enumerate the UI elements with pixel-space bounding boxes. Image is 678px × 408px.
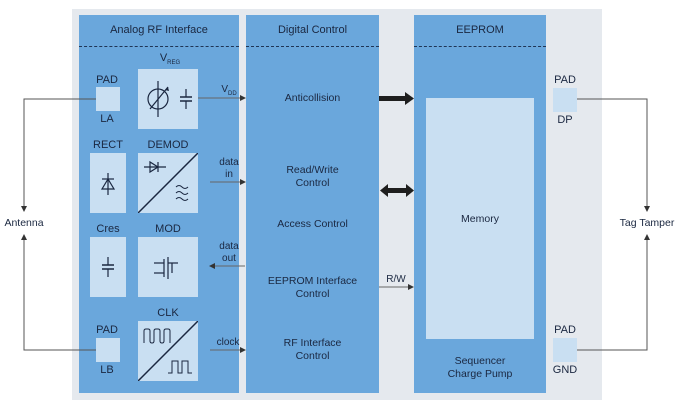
rf-if-line1: RF Interface [283,337,342,349]
transistor-icon [154,257,178,279]
pad-gnd-top-label: PAD [554,324,576,336]
read-write-bus-arrow [380,184,414,197]
cres-box [90,237,126,297]
tag-tamper-label: Tag Tamper [619,217,675,229]
memory-box [426,98,534,339]
pad-gnd [553,338,577,362]
access-control-label: Access Control [277,218,348,230]
clock-waveform-icon [137,320,199,382]
pad-la-top-label: PAD [96,74,118,86]
digital-title-divider [246,46,379,47]
pad-gnd-bottom-label: GND [552,364,578,376]
antenna-line-lb [21,234,96,351]
memory-label: Memory [461,213,499,225]
demod-label: DEMOD [147,139,189,151]
pad-dp [553,88,577,112]
vreg-icon [147,81,192,117]
rf-if-line2: Control [295,350,330,362]
digital-control-block: Digital Control [246,15,379,393]
vreg-box [138,69,198,129]
vdd-label: VDD [221,84,237,97]
tamper-line-gnd [577,234,650,351]
analog-rf-interface-title: Analog RF Interface [110,24,208,36]
demod-box [137,152,199,214]
antenna-label: Antenna [4,217,44,229]
mod-label: MOD [155,223,181,235]
diode-icon [100,173,116,195]
data-in-line2: in [225,169,233,180]
vreg-label: VREG [159,52,181,67]
rect-box [90,153,126,213]
eeprom-title: EEPROM [456,24,504,36]
rect-label: RECT [93,139,123,151]
eeprom-title-divider [414,46,546,47]
pad-lb-top-label: PAD [96,324,118,336]
demodulator-icon [137,152,199,214]
clk-box [137,320,199,382]
pad-la [96,87,120,111]
anticollision-label: Anticollision [284,92,341,104]
rw-label: R/W [386,274,406,285]
charge-pump-line: Charge Pump [447,368,513,380]
pad-la-bottom-label: LA [100,113,114,125]
clock-label: clock [216,337,240,348]
read-write-line1: Read/Write [286,164,339,176]
pad-lb-bottom-label: LB [100,364,114,376]
clk-label: CLK [157,307,179,319]
read-write-line2: Control [295,177,330,189]
pad-dp-bottom-label: DP [557,114,573,126]
mod-box [138,237,198,297]
anticollision-bus-arrow [379,92,414,105]
analog-title-divider [79,46,239,47]
data-out-line1: data [219,241,239,252]
data-in-line1: data [219,157,239,168]
pad-dp-top-label: PAD [554,74,576,86]
antenna-line-la [21,98,96,212]
eeprom-if-line2: Control [295,288,330,300]
data-out-line2: out [222,253,236,264]
eeprom-if-line1: EEPROM Interface [267,275,358,287]
pad-lb [96,338,120,362]
sequencer-line: Sequencer [454,355,506,367]
capacitor-icon [102,257,114,277]
cres-label: Cres [96,223,120,235]
digital-control-title: Digital Control [277,24,348,36]
tamper-line-dp [577,98,650,212]
